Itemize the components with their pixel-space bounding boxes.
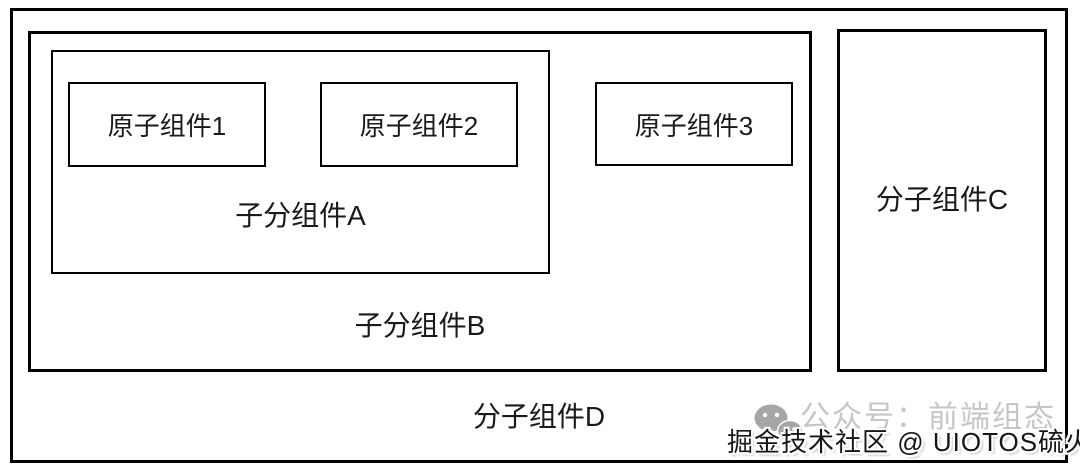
- molecule-d-label: 分子组件D: [472, 401, 606, 432]
- molecule-c-box: 分子组件C: [837, 29, 1047, 372]
- atom-component-1-box: 原子组件1: [68, 82, 266, 167]
- molecule-d-box: 分子组件D: [10, 8, 1068, 463]
- sub-component-a-box: 子分组件A: [51, 50, 550, 274]
- atom-component-1-label: 原子组件1: [107, 111, 227, 141]
- wechat-icon: [754, 404, 804, 445]
- watermark-account-text: 公众号：前端组态: [800, 401, 1056, 434]
- sub-component-b-label: 子分组件B: [354, 310, 486, 341]
- atom-component-2-label: 原子组件2: [359, 111, 479, 141]
- sub-component-b-box: 子分组件B: [28, 31, 812, 372]
- atom-component-2-box: 原子组件2: [320, 82, 518, 167]
- molecule-c-label: 分子组件C: [875, 184, 1009, 215]
- atom-component-3-box: 原子组件3: [595, 82, 793, 166]
- watermark-credit-text: 掘金技术社区 @ UIOTOS硫火: [727, 427, 1080, 457]
- atom-component-3-label: 原子组件3: [634, 110, 754, 141]
- sub-component-a-label: 子分组件A: [235, 200, 366, 231]
